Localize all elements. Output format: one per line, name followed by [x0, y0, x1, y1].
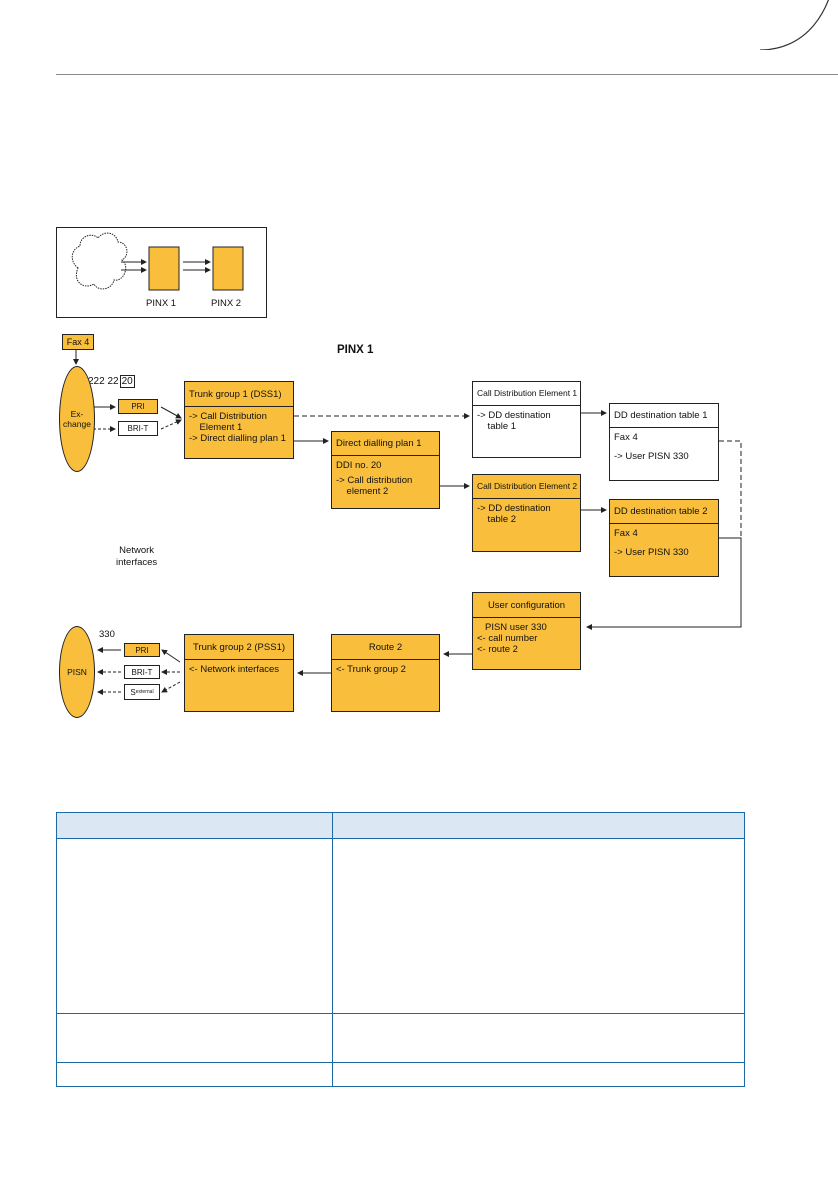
- dd-table-2-header: DD destination table 2: [610, 500, 718, 524]
- table-cell: [332, 838, 745, 1014]
- dd-table-1-line: -> User PISN 330: [614, 451, 689, 462]
- table-row: [56, 1013, 745, 1063]
- user-config-line: <- route 2: [477, 644, 518, 655]
- s-external-main: S: [130, 687, 136, 697]
- table-cell: [332, 1062, 745, 1087]
- number-prefix: 222 22: [88, 376, 119, 387]
- cde2-line: -> DD destination: [477, 503, 551, 514]
- call-distribution-element-1-box: Call Distribution Element 1 -> DD destin…: [472, 381, 581, 458]
- table-row: [56, 838, 745, 1014]
- bri-t-box: BRI-T: [118, 421, 158, 436]
- cloud-icon: [71, 232, 128, 290]
- pri-box-2: PRI: [124, 643, 160, 657]
- route-2-box: Route 2 <- Trunk group 2: [331, 634, 440, 712]
- table-cell: [56, 1013, 333, 1063]
- trunk-group-2-line: <- Network interfaces: [189, 664, 280, 675]
- inset-pinx1-box: [148, 246, 180, 291]
- dd-table-1-header: DD destination table 1: [610, 404, 718, 428]
- dd-table-1-line: Fax 4: [614, 432, 638, 443]
- user-configuration-header: User configuration: [473, 593, 580, 618]
- direct-dialling-plan-1-header: Direct dialling plan 1: [332, 432, 439, 456]
- trunk-group-1-line: -> Direct dialling plan 1: [189, 433, 286, 444]
- number-ext: 20: [119, 375, 135, 388]
- trunk-group-1-line: Element 1: [189, 422, 243, 433]
- bri-t-box-2: BRI-T: [124, 665, 160, 679]
- table-row: [56, 1062, 745, 1087]
- inset-pinx1-label: PINX 1: [146, 298, 177, 309]
- table-cell: [56, 838, 333, 1014]
- trunk-group-1-line: -> Call Distribution: [189, 411, 267, 422]
- route-2-line: <- Trunk group 2: [336, 664, 406, 675]
- direct-dialling-plan-1-body: DDI no. 20 -> Call distribution element …: [332, 456, 439, 497]
- trunk-group-1-header: Trunk group 1 (DSS1): [185, 382, 293, 407]
- data-table: [56, 812, 745, 1087]
- trunk-group-2-header: Trunk group 2 (PSS1): [185, 635, 293, 660]
- inset-pinx2-box: [212, 246, 244, 291]
- trunk-group-2-body: <- Network interfaces: [185, 660, 293, 675]
- table-cell: [332, 1013, 745, 1063]
- exchange-node: Ex- change: [59, 366, 95, 472]
- direct-dialling-plan-1-box: Direct dialling plan 1 DDI no. 20 -> Cal…: [331, 431, 440, 509]
- page-corner-arc: [760, 0, 829, 50]
- trunk-group-1-box: Trunk group 1 (DSS1) -> Call Distributio…: [184, 381, 294, 459]
- call-distribution-element-2-box: Call Distribution Element 2 -> DD destin…: [472, 474, 581, 552]
- s-external-sub: external: [135, 689, 154, 695]
- ddp1-line: element 2: [336, 486, 389, 497]
- pri-box: PRI: [118, 399, 158, 414]
- cde1-body: -> DD destination table 1: [473, 406, 580, 432]
- dd-table-1-body: Fax 4 -> User PISN 330: [610, 428, 718, 462]
- cde2-body: -> DD destination table 2: [473, 499, 580, 525]
- inset-pinx2-label: PINX 2: [211, 298, 242, 309]
- dd-destination-table-2-box: DD destination table 2 Fax 4 -> User PIS…: [609, 499, 719, 577]
- cde1-line: table 1: [477, 421, 517, 432]
- network-interfaces-label: Network interfaces: [116, 545, 158, 568]
- pisn-node: PISN: [59, 626, 95, 718]
- cde1-header: Call Distribution Element 1: [473, 382, 580, 406]
- cde2-line: table 2: [477, 514, 517, 525]
- route-2-header: Route 2: [332, 635, 439, 660]
- user-config-line: PISN user 330: [485, 622, 547, 633]
- table-header-cell: [56, 812, 333, 839]
- diagram-title: PINX 1: [337, 344, 374, 356]
- user-config-line: <- call number: [477, 633, 538, 644]
- header-rule: [56, 74, 838, 75]
- dd-table-2-body: Fax 4 -> User PISN 330: [610, 524, 718, 558]
- cde2-header: Call Distribution Element 2: [473, 475, 580, 499]
- trunk-group-2-box: Trunk group 2 (PSS1) <- Network interfac…: [184, 634, 294, 712]
- user-configuration-body: PISN user 330 <- call number <- route 2: [473, 618, 580, 655]
- trunk-group-1-body: -> Call Distribution Element 1 -> Direct…: [185, 407, 293, 444]
- dd-table-2-line: -> User PISN 330: [614, 547, 689, 558]
- cde1-line: -> DD destination: [477, 410, 551, 421]
- table-cell: [56, 1062, 333, 1087]
- ddp1-line: -> Call distribution: [336, 475, 413, 486]
- fax4-box: Fax 4: [62, 334, 94, 350]
- table-header-row: [56, 812, 745, 839]
- ddp1-line: DDI no. 20: [336, 460, 382, 471]
- route-2-body: <- Trunk group 2: [332, 660, 439, 675]
- table-header-cell: [332, 812, 745, 839]
- user-configuration-box: User configuration PISN user 330 <- call…: [472, 592, 581, 670]
- dd-destination-table-1-box: DD destination table 1 Fax 4 -> User PIS…: [609, 403, 719, 481]
- dd-table-2-line: Fax 4: [614, 528, 638, 539]
- pisn-number: 330: [99, 629, 115, 640]
